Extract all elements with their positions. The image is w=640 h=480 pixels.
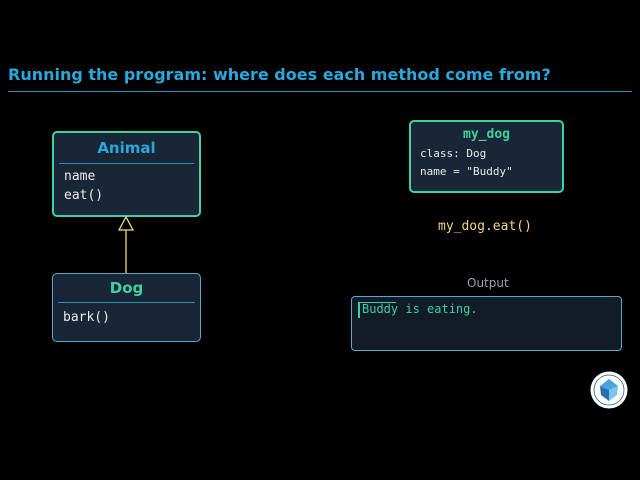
institution-seal-icon (590, 371, 628, 409)
text-highlight (358, 302, 396, 303)
output-console: Buddy is eating. (351, 296, 622, 351)
class-member: name (64, 169, 96, 184)
object-attribute: class: Dog (420, 147, 487, 160)
object-box-my-dog: my_dog class: Dog name = "Buddy" (409, 120, 564, 193)
object-attribute: name = "Buddy" (420, 165, 513, 178)
object-name: my_dog (463, 127, 510, 142)
class-box-dog: Dog bark() (52, 273, 201, 342)
class-divider (59, 163, 194, 164)
class-member: eat() (64, 188, 104, 203)
title-divider (8, 91, 632, 92)
class-name-dog: Dog (109, 279, 144, 297)
method-call: my_dog.eat() (438, 219, 532, 234)
page-title: Running the program: where does each met… (8, 65, 551, 84)
output-text: Buddy is eating. (362, 302, 478, 316)
class-member: bark() (63, 310, 110, 325)
class-box-animal: Animal name eat() (52, 131, 201, 217)
text-cursor (358, 302, 360, 318)
class-name-animal: Animal (97, 139, 156, 157)
class-divider (58, 302, 195, 303)
output-label: Output (467, 276, 509, 290)
